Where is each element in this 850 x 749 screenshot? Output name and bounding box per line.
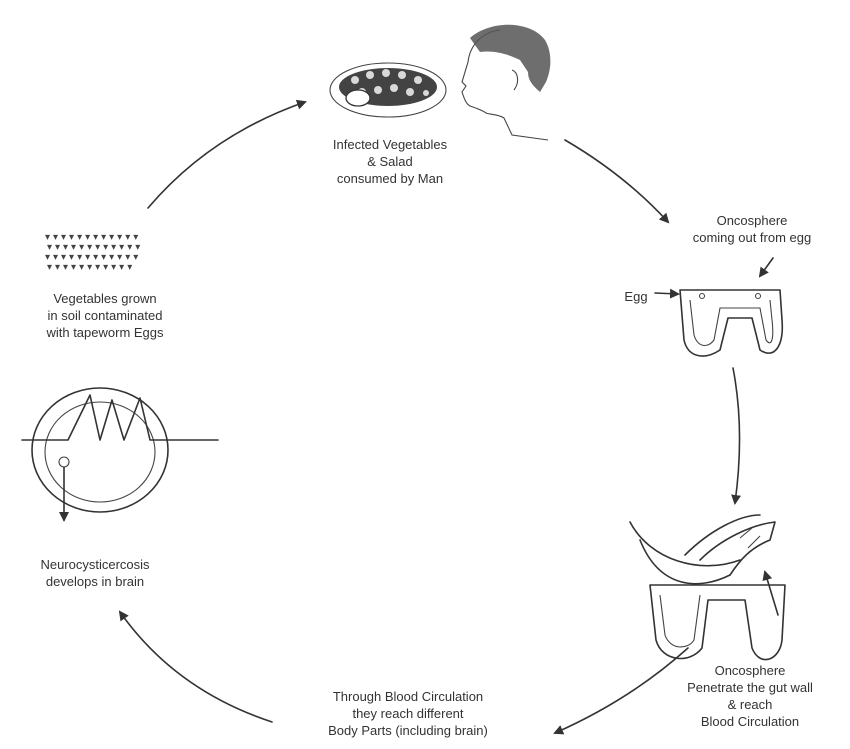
- label-neurocysticercosis: Neurocysticercosis develops in brain: [15, 556, 175, 590]
- label-line: & reach: [660, 696, 840, 713]
- label-line: Vegetables grown: [5, 290, 205, 307]
- label-line: Oncosphere: [660, 662, 840, 679]
- arrow-egg-to-gut: [733, 368, 740, 503]
- label-line: Neurocysticercosis: [15, 556, 175, 573]
- label-line: coming out from egg: [672, 229, 832, 246]
- seedling-rows-icon: ▾▾▾▾▾▾▾▾▾▾▾▾ ▾▾▾▾▾▾▾▾▾▾▾▾ ▾▾▾▾▾▾▾▾▾▾▾▾ ▾…: [45, 232, 143, 273]
- label-egg: Egg: [618, 288, 654, 305]
- man-head-icon: [462, 25, 550, 140]
- plate-of-vegetables-icon: [330, 63, 446, 117]
- gut-wall-icon: [630, 515, 785, 660]
- label-line: & Salad: [300, 153, 480, 170]
- label-infected-vegetables: Infected Vegetables & Salad consumed by …: [300, 136, 480, 187]
- egg-oncosphere-icon: [655, 258, 782, 356]
- label-vegetables-grown: Vegetables grown in soil contaminated wi…: [5, 290, 205, 341]
- arrow-vegetables-to-plate: [148, 102, 305, 208]
- label-line: Infected Vegetables: [300, 136, 480, 153]
- svg-text:▾▾▾▾▾▾▾▾▾▾▾: ▾▾▾▾▾▾▾▾▾▾▾: [47, 262, 135, 273]
- label-line: Body Parts (including brain): [298, 722, 518, 739]
- label-line: Penetrate the gut wall: [660, 679, 840, 696]
- label-line: Oncosphere: [672, 212, 832, 229]
- label-oncosphere-gut: Oncosphere Penetrate the gut wall & reac…: [660, 662, 840, 730]
- label-line: Blood Circulation: [660, 713, 840, 730]
- label-line: in soil contaminated: [5, 307, 205, 324]
- label-line: with tapeworm Eggs: [5, 324, 205, 341]
- label-line: consumed by Man: [300, 170, 480, 187]
- label-line: Egg: [618, 288, 654, 305]
- brain-cyst-icon: [22, 388, 218, 520]
- arrow-blood-to-brain: [120, 612, 272, 722]
- label-blood-circulation: Through Blood Circulation they reach dif…: [298, 688, 518, 739]
- label-line: they reach different: [298, 705, 518, 722]
- label-line: Through Blood Circulation: [298, 688, 518, 705]
- label-oncosphere-egg: Oncosphere coming out from egg: [672, 212, 832, 246]
- arrow-man-to-oncosphere: [565, 140, 668, 222]
- label-line: develops in brain: [15, 573, 175, 590]
